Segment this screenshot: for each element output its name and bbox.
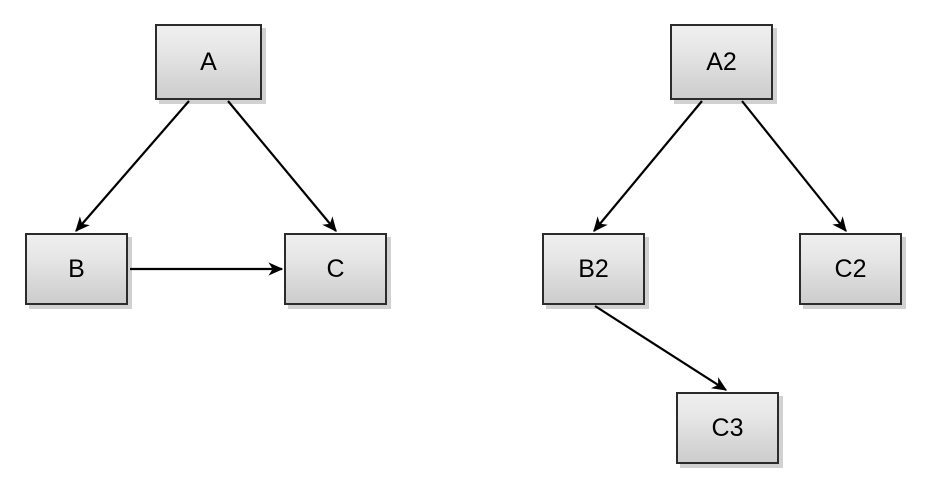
node-b[interactable]: B	[25, 233, 128, 305]
edge-a-to-b	[75, 100, 190, 232]
node-a[interactable]: A	[155, 24, 262, 100]
node-c2[interactable]: C2	[799, 233, 902, 305]
node-label: A	[200, 47, 217, 76]
node-c3[interactable]: C3	[676, 392, 779, 464]
node-label: C2	[834, 254, 867, 283]
edge-a2-to-b2	[593, 100, 703, 232]
edge-a2-to-c2	[741, 100, 847, 232]
node-label: A2	[706, 47, 737, 76]
edges-group	[75, 100, 847, 391]
node-label: B	[68, 254, 85, 283]
node-c[interactable]: C	[284, 233, 387, 305]
node-label: C	[326, 254, 345, 283]
edge-a-to-c	[227, 100, 337, 232]
node-label: B2	[578, 254, 609, 283]
edge-b2-to-c3	[594, 305, 728, 391]
node-a2[interactable]: A2	[670, 24, 773, 100]
node-b2[interactable]: B2	[542, 233, 645, 305]
node-label: C3	[711, 413, 744, 442]
